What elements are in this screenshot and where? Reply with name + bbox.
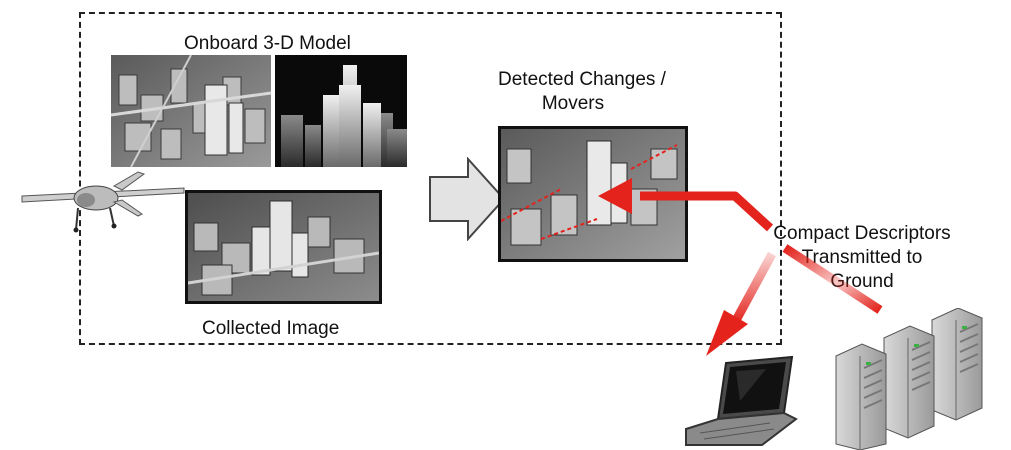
detected-label-line2: Movers [541,93,605,114]
processing-arrow [428,157,506,241]
arrow-to-laptop [706,251,776,356]
detected-label-line1: Detected Changes / [498,69,666,90]
collected-label: Collected Image [202,318,340,339]
aerial-city-photo [111,55,271,167]
uav-drone-icon [18,168,188,234]
laptop-icon [680,355,800,447]
detected-label: Detected Changes / Movers [498,68,666,116]
server-rack-icon [832,308,992,450]
model-label: Onboard 3-D Model [184,33,351,54]
onboard-boundary [79,12,782,345]
depth-model-render [275,55,407,167]
descriptors-label-line2: Transmitted to [801,247,923,268]
collected-image [185,190,382,304]
descriptors-label-line1: Compact Descriptors [773,223,951,244]
arrow-to-servers [782,244,883,314]
arrow-to-detected [598,178,774,232]
